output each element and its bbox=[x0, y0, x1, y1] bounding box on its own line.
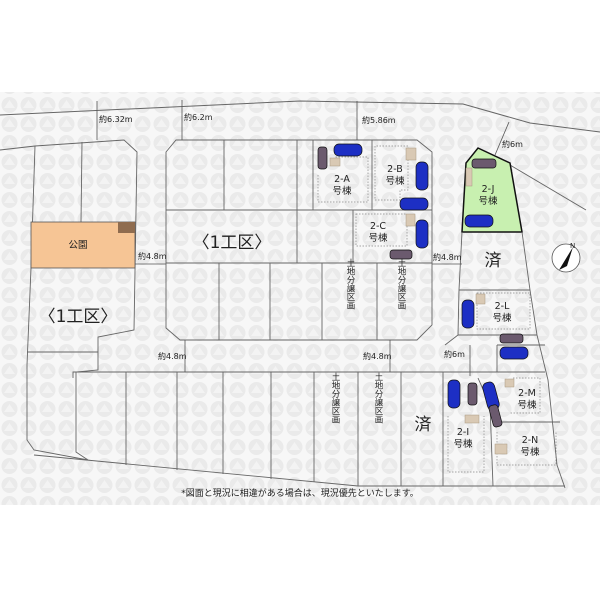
sold-label-upper: 済 bbox=[485, 251, 502, 271]
lot-2-N-id: 2-N bbox=[522, 435, 539, 446]
car-icon bbox=[471, 158, 497, 169]
compass-icon: N bbox=[551, 242, 581, 273]
dim-road-top-mid: 約6.2m bbox=[184, 112, 213, 122]
park-sign-icon bbox=[118, 222, 135, 233]
car-icon bbox=[499, 333, 524, 344]
lot-2-J-id: 2-J bbox=[482, 184, 495, 195]
car-icon bbox=[447, 379, 461, 409]
parked-cars bbox=[317, 143, 529, 428]
lot-2-N-suffix: 号棟 bbox=[520, 446, 540, 458]
house-footprints bbox=[317, 145, 557, 473]
dim-road-lower-left: 約4.8m bbox=[158, 351, 187, 361]
car-icon bbox=[415, 219, 429, 249]
lot-2-J-highlight bbox=[461, 147, 523, 233]
lot-2-I-id: 2-I bbox=[457, 427, 469, 438]
dim-road-lower-right: 約6m bbox=[444, 349, 465, 359]
sold-label-lower: 済 bbox=[415, 415, 432, 435]
disclaimer-note: *図面と現況に相違がある場合は、現況優先といたします。 bbox=[181, 487, 419, 499]
dim-road-top-left: 約6.32m bbox=[99, 114, 133, 124]
car-icon bbox=[415, 161, 429, 191]
lot-2-C-suffix: 号棟 bbox=[368, 232, 388, 244]
lot-2-J-suffix: 号棟 bbox=[478, 195, 498, 207]
park-label: 公園 bbox=[68, 240, 87, 251]
lot-2-A-id: 2-A bbox=[334, 174, 350, 185]
dim-road-mid-right: 約4.8m bbox=[433, 252, 462, 262]
car-icon bbox=[461, 299, 475, 329]
parking-tiles bbox=[329, 147, 515, 455]
lot-2-C-id: 2-C bbox=[370, 221, 386, 232]
car-icon bbox=[464, 214, 494, 228]
dim-road-ne: 約6m bbox=[502, 139, 523, 149]
dim-road-park: 約4.8m bbox=[138, 251, 167, 261]
lot-2-B-id: 2-B bbox=[387, 164, 403, 175]
car-icon bbox=[399, 197, 429, 211]
lot-2-I-suffix: 号棟 bbox=[453, 438, 473, 450]
land-sale-label: 土地分譲区画 bbox=[396, 258, 406, 311]
dimension-labels: 約6.32m 約6.2m 約5.86m 約6m 約4.8m 約4.8m 約4.8… bbox=[99, 112, 523, 361]
watermark-background bbox=[0, 92, 600, 505]
dimension-arrows bbox=[96, 100, 510, 376]
right-column bbox=[444, 147, 566, 489]
land-sale-labels: 土地分譲区画 土地分譲区画 土地分譲区画 土地分譲区画 bbox=[330, 258, 406, 425]
road-lines bbox=[0, 100, 600, 211]
car-icon bbox=[333, 143, 363, 157]
lot-2-B-suffix: 号棟 bbox=[385, 175, 405, 187]
zone-label-center: 〈1工区〉 bbox=[193, 233, 272, 253]
car-icon bbox=[317, 146, 328, 170]
land-sale-label: 土地分譲区画 bbox=[373, 372, 383, 425]
car-icon bbox=[467, 382, 478, 406]
left-block bbox=[26, 139, 138, 461]
car-icon bbox=[389, 249, 413, 260]
park bbox=[30, 221, 136, 269]
lot-2-L-id: 2-L bbox=[495, 301, 510, 312]
land-sale-label: 土地分譲区画 bbox=[330, 372, 340, 425]
land-sale-label: 土地分譲区画 bbox=[345, 258, 355, 311]
lot-2-L-suffix: 号棟 bbox=[492, 312, 512, 324]
car-icon bbox=[499, 346, 529, 360]
dim-road-lower-mid: 約4.8m bbox=[363, 351, 392, 361]
center-block bbox=[165, 139, 433, 341]
lot-labels: 2-A 号棟 2-B 号棟 2-C 号棟 2-J 号棟 2-L 号棟 2-M 号… bbox=[332, 164, 540, 458]
car-icon bbox=[488, 404, 503, 428]
lot-2-M-id: 2-M bbox=[518, 388, 536, 399]
zone-label-left: 〈1工区〉 bbox=[39, 307, 118, 327]
dim-road-top-right: 約5.86m bbox=[362, 115, 396, 125]
lot-2-A-suffix: 号棟 bbox=[332, 185, 352, 197]
lot-2-M-suffix: 号棟 bbox=[517, 399, 537, 411]
compass-north-label: N bbox=[570, 242, 575, 250]
